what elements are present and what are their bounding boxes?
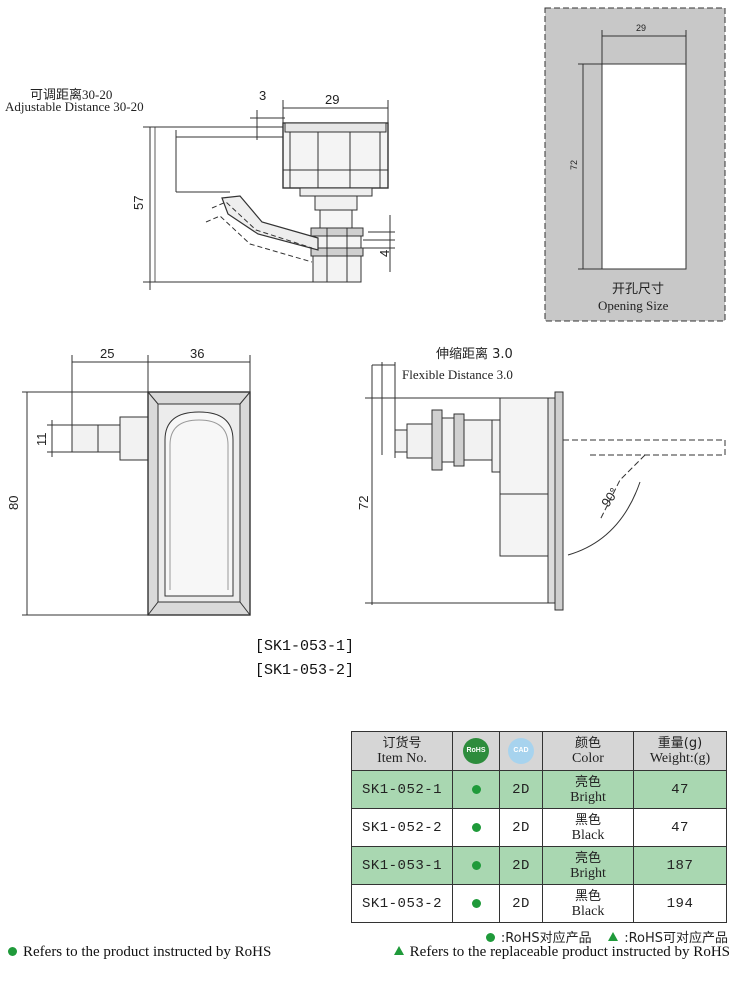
rohs-dot-icon: [452, 808, 500, 847]
header-cad: CAD: [499, 731, 543, 771]
side-dim-72: 72: [356, 496, 371, 510]
legend-replace-en: Refers to the replaceable product instru…: [409, 944, 730, 960]
dim-57: 57: [131, 196, 146, 210]
cell-item: SK1-053-1: [351, 846, 453, 885]
cad-badge-icon: CAD: [508, 738, 534, 764]
cell-cad: 2D: [499, 808, 543, 847]
spec-table: 订货号 Item No. RoHS CAD 颜色 Color 重量(g) Wei…: [351, 731, 727, 923]
dim-3: 3: [259, 88, 266, 103]
legend-replace-zh: :RoHS可对应产品: [624, 931, 728, 946]
legend-zh: :RoHS对应产品 :RoHS可对应产品: [485, 927, 728, 946]
angle-90: 90°: [598, 485, 622, 510]
legend-rohs-zh: :RoHS对应产品: [500, 931, 592, 946]
opening-size-view: [544, 7, 726, 322]
rohs-dot-icon: [452, 884, 500, 923]
cell-item: SK1-052-1: [351, 770, 453, 809]
cell-cad: 2D: [499, 846, 543, 885]
rohs-dot-icon: [8, 947, 17, 956]
header-rohs: RoHS: [452, 731, 500, 771]
header-color: 颜色 Color: [542, 731, 634, 771]
rohs-dot-icon: [452, 770, 500, 809]
opening-dim-72: 72: [569, 160, 579, 170]
legend-rohs-en: Refers to the product instructed by RoHS: [23, 944, 272, 960]
front-dim-36: 36: [190, 346, 204, 361]
rohs-dot-icon: [452, 846, 500, 885]
opening-dim-29: 29: [636, 23, 646, 33]
flexible-label-zh: 伸缩距离 3.0: [436, 346, 513, 362]
model-item: [SK1-053-2]: [255, 662, 355, 679]
opening-label-zh: 开孔尺寸: [612, 282, 664, 297]
header-weight: 重量(g) Weight:(g): [633, 731, 727, 771]
triangle-icon: [393, 946, 404, 955]
adjustable-label-zh: 可调距离30-20: [30, 87, 112, 102]
header-item: 订货号 Item No.: [351, 731, 453, 771]
triangle-icon: [608, 932, 619, 941]
front-dim-25: 25: [100, 346, 114, 361]
side-view: [365, 362, 726, 611]
cell-item: SK1-053-2: [351, 884, 453, 923]
table-header-row: 订货号 Item No. RoHS CAD 颜色 Color 重量(g) Wei…: [351, 731, 727, 771]
cell-weight: 47: [633, 770, 727, 809]
cell-item: SK1-052-2: [351, 808, 453, 847]
dim-29-top: 29: [325, 92, 339, 107]
front-view: [22, 355, 251, 616]
dim-4: 4: [377, 250, 392, 257]
legend-en: Refers to the product instructed by RoHS…: [8, 944, 730, 961]
cell-cad: 2D: [499, 884, 543, 923]
cell-weight: 194: [633, 884, 727, 923]
front-dim-80: 80: [6, 496, 21, 510]
rohs-badge-icon: RoHS: [463, 738, 489, 764]
top-left-view: [143, 100, 395, 290]
cell-weight: 47: [633, 808, 727, 847]
adjustable-label-en: Adjustable Distance 30-20: [5, 99, 144, 114]
model-item: [SK1-053-1]: [255, 638, 355, 655]
cell-cad: 2D: [499, 770, 543, 809]
model-list: [SK1-053-1] [SK1-053-2]: [255, 635, 354, 683]
opening-label-en: Opening Size: [598, 298, 669, 313]
front-dim-11: 11: [34, 433, 49, 447]
rohs-dot-icon: [485, 933, 495, 942]
technical-drawing: 可调距离30-20 Adjustable Distance 30-20 3 29…: [5, 7, 726, 616]
flexible-label-en: Flexible Distance 3.0: [402, 367, 513, 382]
cell-weight: 187: [633, 846, 727, 885]
